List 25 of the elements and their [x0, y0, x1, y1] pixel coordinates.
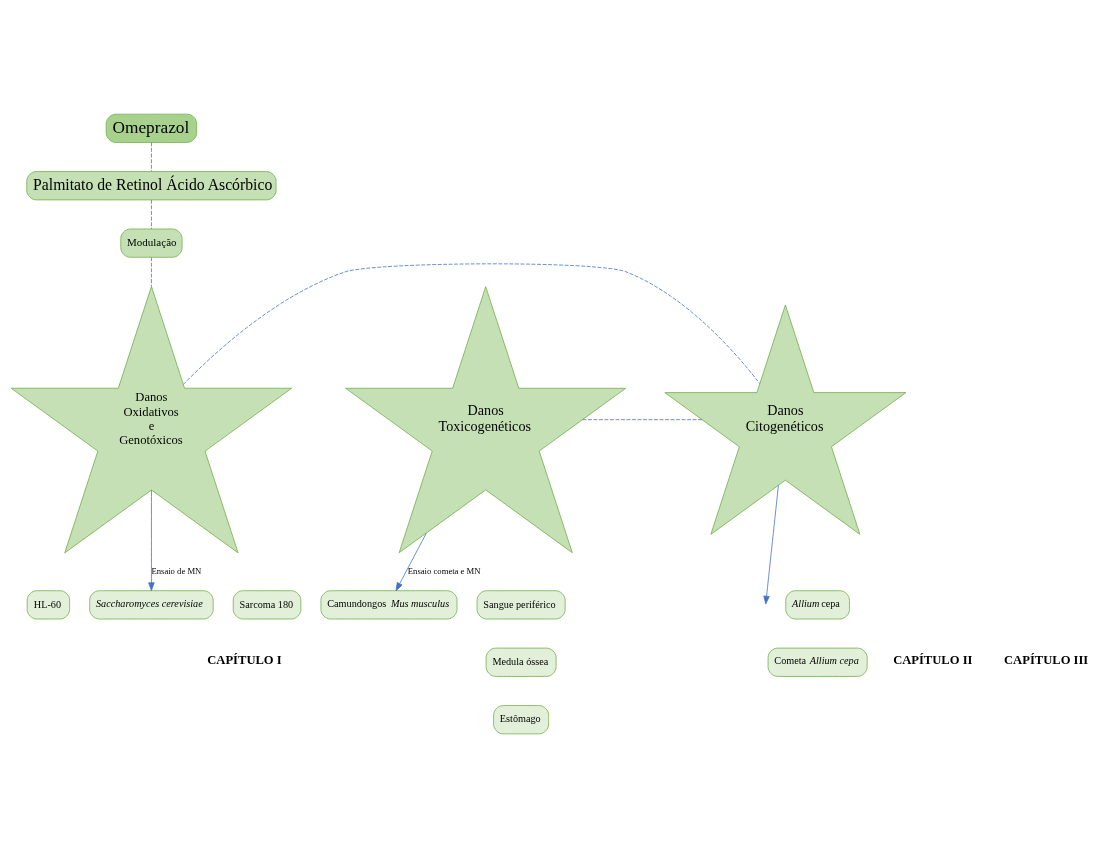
- node-box: Estômago: [493, 704, 550, 734]
- node-box: Sarcoma 180: [232, 589, 302, 619]
- node-box: Omeprazol: [105, 113, 198, 143]
- node-box: Modulação: [120, 228, 183, 258]
- label: CAPÍTULO III: [1004, 652, 1089, 667]
- node-box: Saccharomyces cerevisiae: [89, 589, 214, 619]
- arrow: [763, 484, 779, 604]
- edge-label: Ensaio de MN: [151, 565, 202, 576]
- node-box: Cometa Allium cepa: [767, 647, 868, 677]
- edge-label: Ensaio cometa e MN: [407, 565, 481, 576]
- node-box: HL-60: [26, 589, 71, 619]
- connector: [582, 418, 703, 420]
- node-box: Sangue periférico: [476, 589, 566, 619]
- connector: [183, 262, 761, 385]
- arrow: [148, 489, 155, 591]
- label: CAPÍTULO II: [893, 652, 973, 667]
- connector: [151, 141, 152, 172]
- node-box: Palmitato de Retinol Ácido Ascórbico: [26, 170, 277, 200]
- node-box: Allium cepa: [785, 589, 850, 619]
- arrow: [395, 532, 427, 591]
- label: CAPÍTULO I: [207, 652, 282, 667]
- node-box: Medula óssea: [485, 647, 557, 677]
- node-box: Camundongos Mus musculus: [320, 589, 458, 619]
- connector: [151, 199, 152, 229]
- connector: [151, 256, 152, 287]
